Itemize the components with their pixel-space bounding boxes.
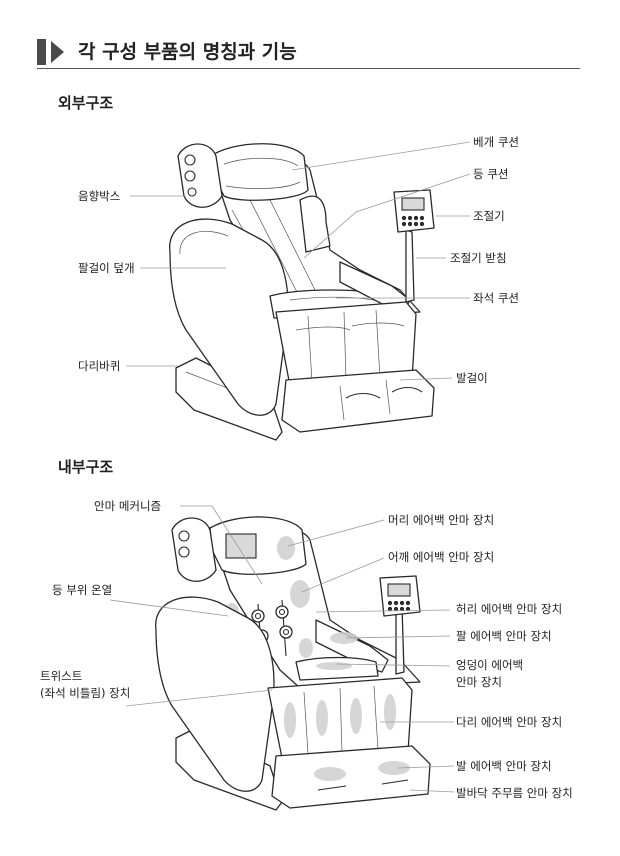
label-footrest: 발걸이: [456, 371, 488, 385]
label-arm-cover: 팔걸이 덮개: [78, 261, 135, 275]
label-back-heat: 등 부위 온열: [52, 583, 113, 597]
label-hip-air: 엉덩이 에어백 안마 장치: [456, 658, 524, 689]
page-title: 각 구성 부품의 명칭과 기능: [78, 41, 297, 63]
interior-chair: [155, 516, 431, 811]
label-seat-cushion: 좌석 쿠션: [473, 291, 519, 305]
label-arm-air: 팔 에어백 안마 장치: [456, 629, 552, 643]
label-back-cushion: 베개 쿠션: [473, 135, 519, 149]
label-leg-air: 다리 에어백 안마 장치: [456, 715, 563, 729]
label-waist-air: 허리 에어백 안마 장치: [456, 602, 563, 616]
backrest-side: [299, 195, 331, 253]
label-controller-stand: 조절기 받침: [450, 251, 507, 265]
label-sole-roller: 발바닥 주무름 안마 장치: [456, 786, 573, 800]
label-speaker: 음향박스: [78, 189, 121, 203]
label-twist: 트위스트 (좌석 비틀림) 장치: [40, 669, 131, 700]
header-divider: [37, 68, 580, 69]
arm-cover: [155, 596, 275, 792]
interior-leader-lines: [109, 505, 455, 793]
header-bar-icon: [37, 39, 46, 65]
headrest-pillow: [213, 143, 309, 201]
label-mechanism: 안마 메커니즘: [94, 499, 162, 513]
headrest: [209, 516, 307, 575]
exterior-section-title: 외부구조: [58, 94, 114, 112]
armrest-right: [315, 619, 389, 673]
legrest: [267, 677, 413, 759]
label-back: 등 쿠션: [473, 167, 509, 181]
speaker-box: [171, 517, 217, 582]
label-wheel: 다리바퀴: [78, 359, 121, 373]
label-shoulder-air: 어깨 에어백 안마 장치: [388, 550, 495, 564]
label-foot-air: 발 에어백 안마 장치: [456, 759, 552, 773]
interior-section-title: 내부구조: [58, 458, 114, 476]
footrest: [271, 745, 431, 809]
speaker-box: [177, 143, 223, 208]
exterior-leader-lines: [126, 141, 471, 381]
controller-stand: [405, 229, 415, 303]
label-controller: 조절기: [473, 209, 505, 223]
footrest: [281, 369, 435, 433]
header-arrow-icon: [51, 41, 64, 63]
label-head-air: 머리 에어백 안마 장치: [388, 513, 495, 527]
exterior-chair: [169, 143, 435, 441]
